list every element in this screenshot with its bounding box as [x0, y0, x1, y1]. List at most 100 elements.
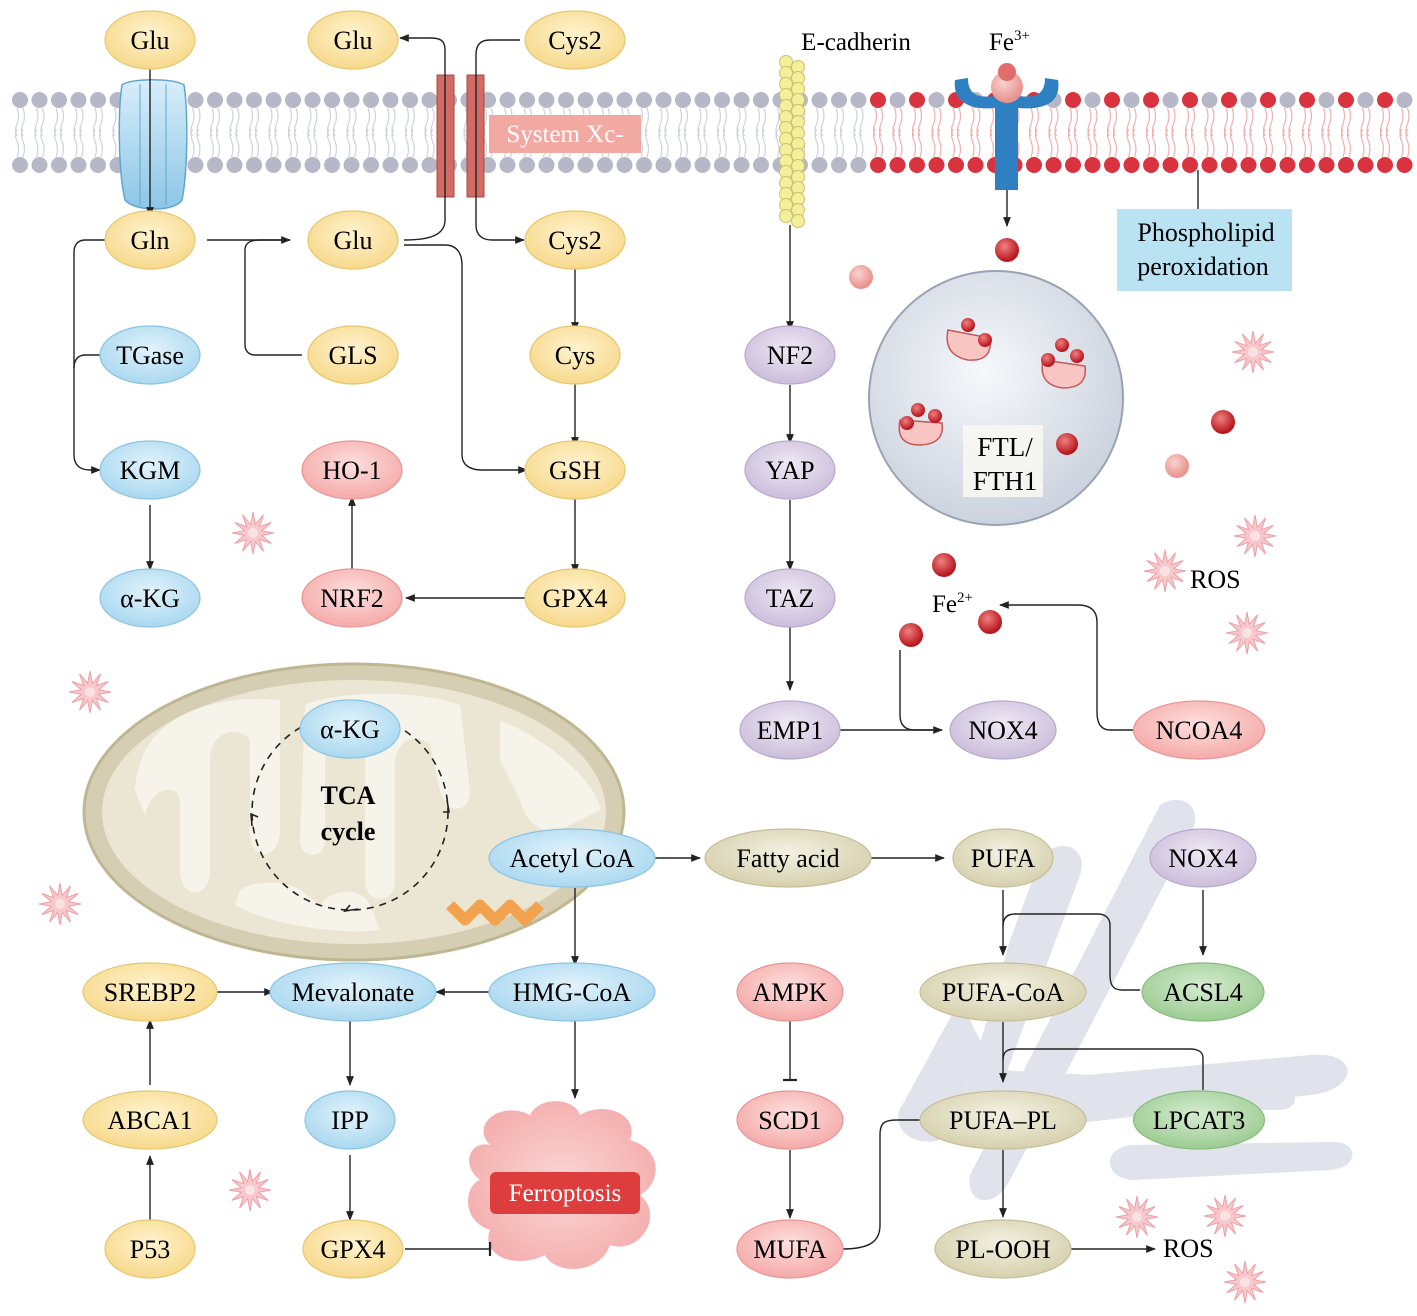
ros-stars: [38, 330, 1277, 1304]
node-acetyl-coa: Acetyl CoA: [488, 828, 656, 888]
node-ampk: AMPK: [736, 962, 844, 1022]
node-label: PUFA–PL: [949, 1106, 1057, 1135]
node-label: Cys2: [548, 226, 601, 255]
node-label: TGase: [116, 341, 184, 370]
ferroptosis-label: Ferroptosis: [509, 1180, 622, 1207]
ferritin-sphere: FTL/ FTH1: [868, 270, 1124, 526]
iron-ions: [849, 238, 1235, 647]
node-label: Mevalonate: [292, 978, 415, 1007]
node-label: GPX4: [320, 1235, 385, 1264]
tca-line1: TCA: [321, 781, 376, 810]
node-label: NRF2: [320, 584, 384, 613]
node-gln: Gln: [104, 210, 196, 270]
node-pl-ooh: PL-OOH: [934, 1219, 1072, 1279]
node-acsl4: ACSL4: [1141, 962, 1265, 1022]
node-ho1: HO-1: [301, 440, 403, 500]
node-gpx4-top: GPX4: [524, 568, 626, 628]
node-label: HO-1: [322, 456, 381, 485]
node-akg-mito: α-KG: [299, 699, 401, 759]
node-cys2-mid: Cys2: [524, 210, 626, 270]
node-pufa-pl: PUFA–PL: [919, 1090, 1087, 1150]
node-gsh: GSH: [524, 440, 626, 500]
ferroptosis-cell: Ferroptosis: [468, 1101, 656, 1269]
node-nf2: NF2: [744, 325, 836, 385]
node-label: Glu: [334, 26, 373, 55]
node-hmg-coa: HMG-CoA: [488, 962, 656, 1022]
e-cadherin-label: E-cadherin: [801, 29, 911, 56]
node-label: P53: [130, 1235, 170, 1264]
ros-right-label: ROS: [1190, 565, 1241, 594]
node-label: MUFA: [753, 1235, 826, 1264]
node-nrf2: NRF2: [301, 568, 403, 628]
node-label: SREBP2: [104, 978, 197, 1007]
system-xc-transporter: System Xc-: [436, 74, 641, 198]
node-nox4-er: NOX4: [1149, 828, 1257, 888]
ros-bottom-label: ROS: [1163, 1234, 1214, 1263]
node-pufa: PUFA: [952, 828, 1054, 888]
node-pufa-coa: PUFA-CoA: [919, 962, 1087, 1022]
node-emp1: EMP1: [739, 700, 841, 760]
node-label: GSH: [549, 456, 601, 485]
node-label: Gln: [131, 226, 170, 255]
node-cys: Cys: [529, 325, 621, 385]
node-lpcat3: LPCAT3: [1132, 1090, 1266, 1150]
node-ipp: IPP: [304, 1090, 396, 1150]
node-taz: TAZ: [744, 568, 836, 628]
node-p53: P53: [104, 1219, 196, 1279]
node-kgm: KGM: [99, 440, 201, 500]
node-label: SCD1: [758, 1106, 822, 1135]
node-abca1: ABCA1: [82, 1090, 218, 1150]
node-mevalonate: Mevalonate: [269, 962, 437, 1022]
node-label: Glu: [334, 226, 373, 255]
node-label: Fatty acid: [736, 844, 839, 873]
node-srebp2: SREBP2: [82, 962, 218, 1022]
node-label: NOX4: [1168, 844, 1237, 873]
node-scd1: SCD1: [736, 1090, 844, 1150]
node-gpx4-bottom: GPX4: [302, 1219, 404, 1279]
node-label: Cys2: [548, 26, 601, 55]
node-label: LPCAT3: [1153, 1106, 1245, 1135]
node-akg-left: α-KG: [99, 568, 201, 628]
node-label: KGM: [120, 456, 181, 485]
mitochondrion: [82, 662, 626, 962]
phospholipid-peroxidation-box: [1117, 209, 1292, 291]
node-label: Glu: [131, 26, 170, 55]
node-label: α-KG: [320, 715, 380, 744]
node-label: ABCA1: [107, 1106, 192, 1135]
node-gls: GLS: [307, 325, 399, 385]
node-nox4-mid: NOX4: [949, 700, 1057, 760]
node-label: GPX4: [542, 584, 607, 613]
node-label: Acetyl CoA: [510, 844, 635, 873]
node-yap: YAP: [744, 440, 836, 500]
node-label: PUFA-CoA: [942, 978, 1065, 1007]
node-label: NCOA4: [1156, 716, 1243, 745]
node-fatty-acid: Fatty acid: [704, 828, 872, 888]
glutamine-transporter: [118, 79, 188, 210]
transferrin-receptor: [954, 63, 1059, 190]
node-cys2-top: Cys2: [524, 10, 626, 70]
pathway-connectors: [73, 34, 1207, 1256]
node-label: Cys: [555, 341, 595, 370]
node-label: AMPK: [752, 978, 827, 1007]
node-label: PUFA: [971, 844, 1036, 873]
node-label: NF2: [767, 341, 813, 370]
node-label: GLS: [328, 341, 377, 370]
ftl-line1: FTL/: [977, 432, 1033, 462]
node-glu-mid: Glu: [307, 210, 399, 270]
node-label: α-KG: [120, 584, 180, 613]
e-cadherin-chain: [779, 55, 805, 228]
ferritin-iron-cluster: [898, 318, 1087, 455]
phospholipid-line2: peroxidation: [1137, 252, 1268, 281]
tca-line2: cycle: [321, 817, 376, 846]
node-glu-top-mid: Glu: [307, 10, 399, 70]
node-label: PL-OOH: [955, 1235, 1051, 1264]
node-glu-top-left: Glu: [104, 10, 196, 70]
node-tgase: TGase: [99, 325, 201, 385]
phospholipid-line1: Phospholipid: [1137, 218, 1274, 247]
node-label: YAP: [765, 456, 814, 485]
fe3-label: Fe3+: [989, 28, 1030, 56]
node-label: TAZ: [766, 584, 814, 613]
node-label: HMG-CoA: [513, 978, 632, 1007]
